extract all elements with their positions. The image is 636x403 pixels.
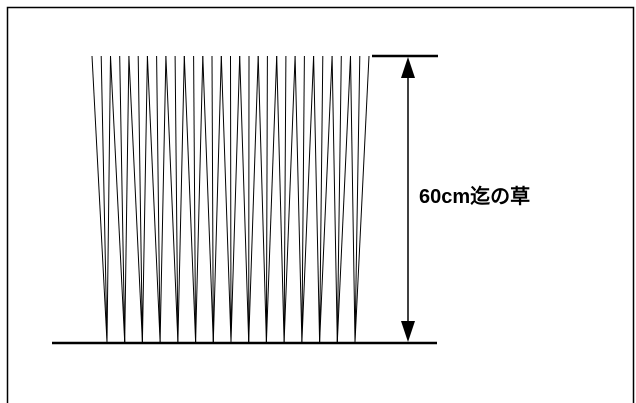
grass-blade-line bbox=[141, 55, 148, 343]
grass-blade-line bbox=[156, 55, 161, 343]
grass-blade-line bbox=[195, 55, 204, 343]
grass-blade-line bbox=[257, 55, 267, 343]
grass-blade-line bbox=[265, 55, 278, 343]
grass-blade-line bbox=[319, 55, 324, 343]
grass-blade-line bbox=[319, 55, 333, 343]
grass-blade-line bbox=[183, 55, 197, 343]
grass-blade-line bbox=[193, 55, 197, 343]
grass-blade-line bbox=[283, 55, 287, 343]
grass-blade-line bbox=[220, 55, 232, 343]
grass-blade-line bbox=[91, 55, 108, 343]
grass-blade-line bbox=[239, 55, 250, 343]
grass-blade-line bbox=[230, 55, 232, 343]
grass-blade-line bbox=[211, 55, 214, 343]
grass-blade-line bbox=[174, 55, 179, 343]
grass-blade-line bbox=[146, 55, 161, 343]
grass-blade-line bbox=[301, 55, 315, 343]
grass-blade-line bbox=[283, 55, 296, 343]
grass-blade-line bbox=[313, 55, 321, 343]
grass-blade-line bbox=[165, 55, 179, 343]
grass-blade-line bbox=[202, 55, 214, 343]
grass-blade-line bbox=[128, 55, 143, 343]
grass-blade-line bbox=[336, 55, 342, 343]
grass-blade-line bbox=[119, 55, 126, 343]
frame-border bbox=[6, 6, 635, 403]
grass-blade-line bbox=[331, 55, 338, 343]
arrow-head-down bbox=[401, 321, 415, 342]
grass-blade-line bbox=[354, 55, 370, 343]
grass-blade-line bbox=[294, 55, 303, 343]
grass-blade-line bbox=[350, 55, 356, 343]
grass-blade-line bbox=[124, 55, 130, 343]
height-arrow bbox=[401, 57, 415, 342]
grass-blade-line bbox=[248, 55, 259, 343]
height-label: 60cm迄の草 bbox=[419, 184, 530, 208]
grass-blade-line bbox=[177, 55, 185, 343]
grass-blade-line bbox=[159, 55, 167, 343]
grass-blade-line bbox=[137, 55, 143, 343]
grass-blade-line bbox=[301, 55, 305, 343]
grass-blade-line bbox=[106, 55, 111, 343]
grass-blade-line bbox=[336, 55, 351, 343]
grass-blade-line bbox=[354, 55, 361, 343]
grass-blade-line bbox=[265, 55, 268, 343]
grass-blades bbox=[91, 55, 370, 343]
grass-blade-line bbox=[276, 55, 285, 343]
grass-blade-line bbox=[100, 55, 108, 343]
grass-blade-line bbox=[230, 55, 241, 343]
grass-blade-line bbox=[212, 55, 222, 343]
arrow-head-up bbox=[401, 57, 415, 78]
grass-blade-line bbox=[110, 55, 126, 343]
